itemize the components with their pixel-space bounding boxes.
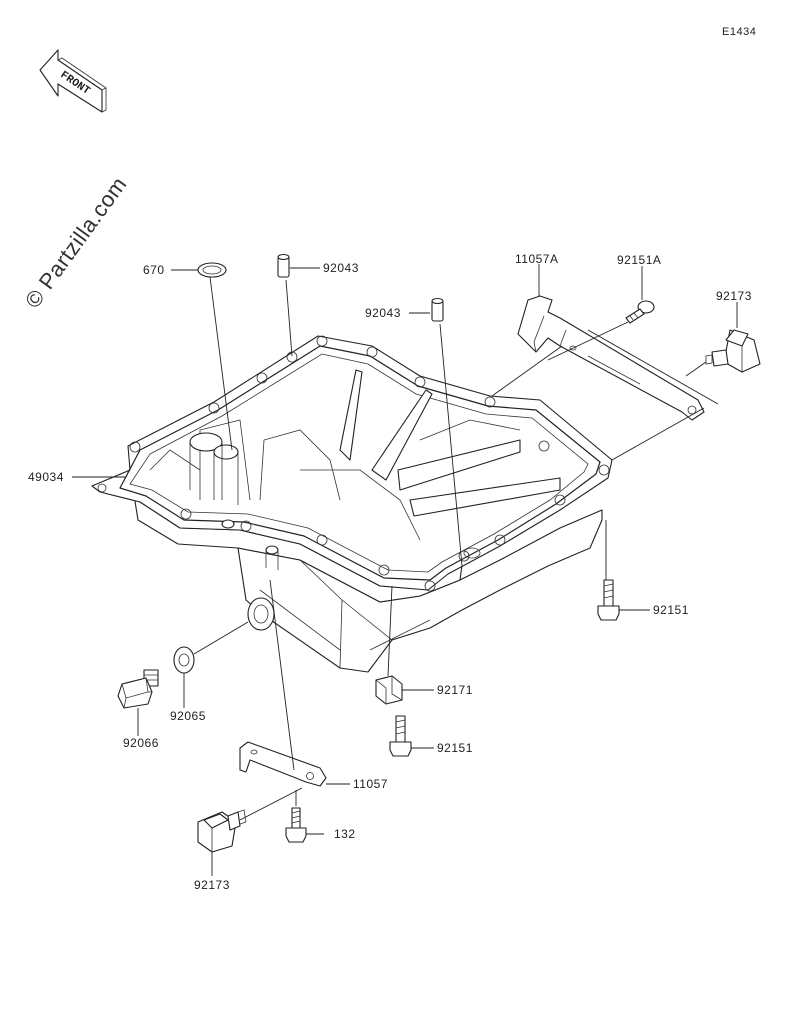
dowel-pin-92043-a: [277, 253, 290, 278]
dowel-pin-92043-b: [431, 297, 444, 322]
drain-plug-92066: [117, 669, 159, 709]
callout-92151-b[interactable]: 92151: [437, 741, 473, 755]
bolt-132: [285, 807, 307, 843]
o-ring-670: [197, 262, 227, 278]
sensor-92173-a: [705, 329, 761, 373]
clamp-92171: [375, 675, 403, 705]
callout-92173-b[interactable]: 92173: [194, 878, 230, 892]
washer-92065: [173, 646, 195, 674]
bracket-11057: [239, 741, 327, 787]
callout-670[interactable]: 670: [143, 263, 165, 277]
callout-92043-a[interactable]: 92043: [323, 261, 359, 275]
callout-92065[interactable]: 92065: [170, 709, 206, 723]
bolt-92151-a: [597, 579, 620, 621]
callout-92171[interactable]: 92171: [437, 683, 473, 697]
front-direction-arrow: FRONT: [39, 49, 107, 113]
callout-92151-a[interactable]: 92151: [653, 603, 689, 617]
leader-lines: [72, 264, 738, 876]
callout-49034[interactable]: 49034: [28, 470, 64, 484]
callout-92173-a[interactable]: 92173: [716, 289, 752, 303]
callout-92066[interactable]: 92066: [123, 736, 159, 750]
bolt-92151-b: [389, 715, 412, 757]
callout-11057[interactable]: 11057: [353, 777, 388, 791]
figure-code: E1434: [722, 26, 757, 38]
callout-132[interactable]: 132: [334, 827, 356, 841]
oil-pan: [91, 335, 613, 673]
bracket-11057a: [517, 295, 705, 421]
bolt-92151a: [625, 300, 655, 324]
callout-92151a[interactable]: 92151A: [617, 253, 662, 267]
sensor-92173-b: [197, 809, 247, 853]
callout-11057a[interactable]: 11057A: [515, 252, 559, 266]
callout-92043-b[interactable]: 92043: [365, 306, 401, 320]
